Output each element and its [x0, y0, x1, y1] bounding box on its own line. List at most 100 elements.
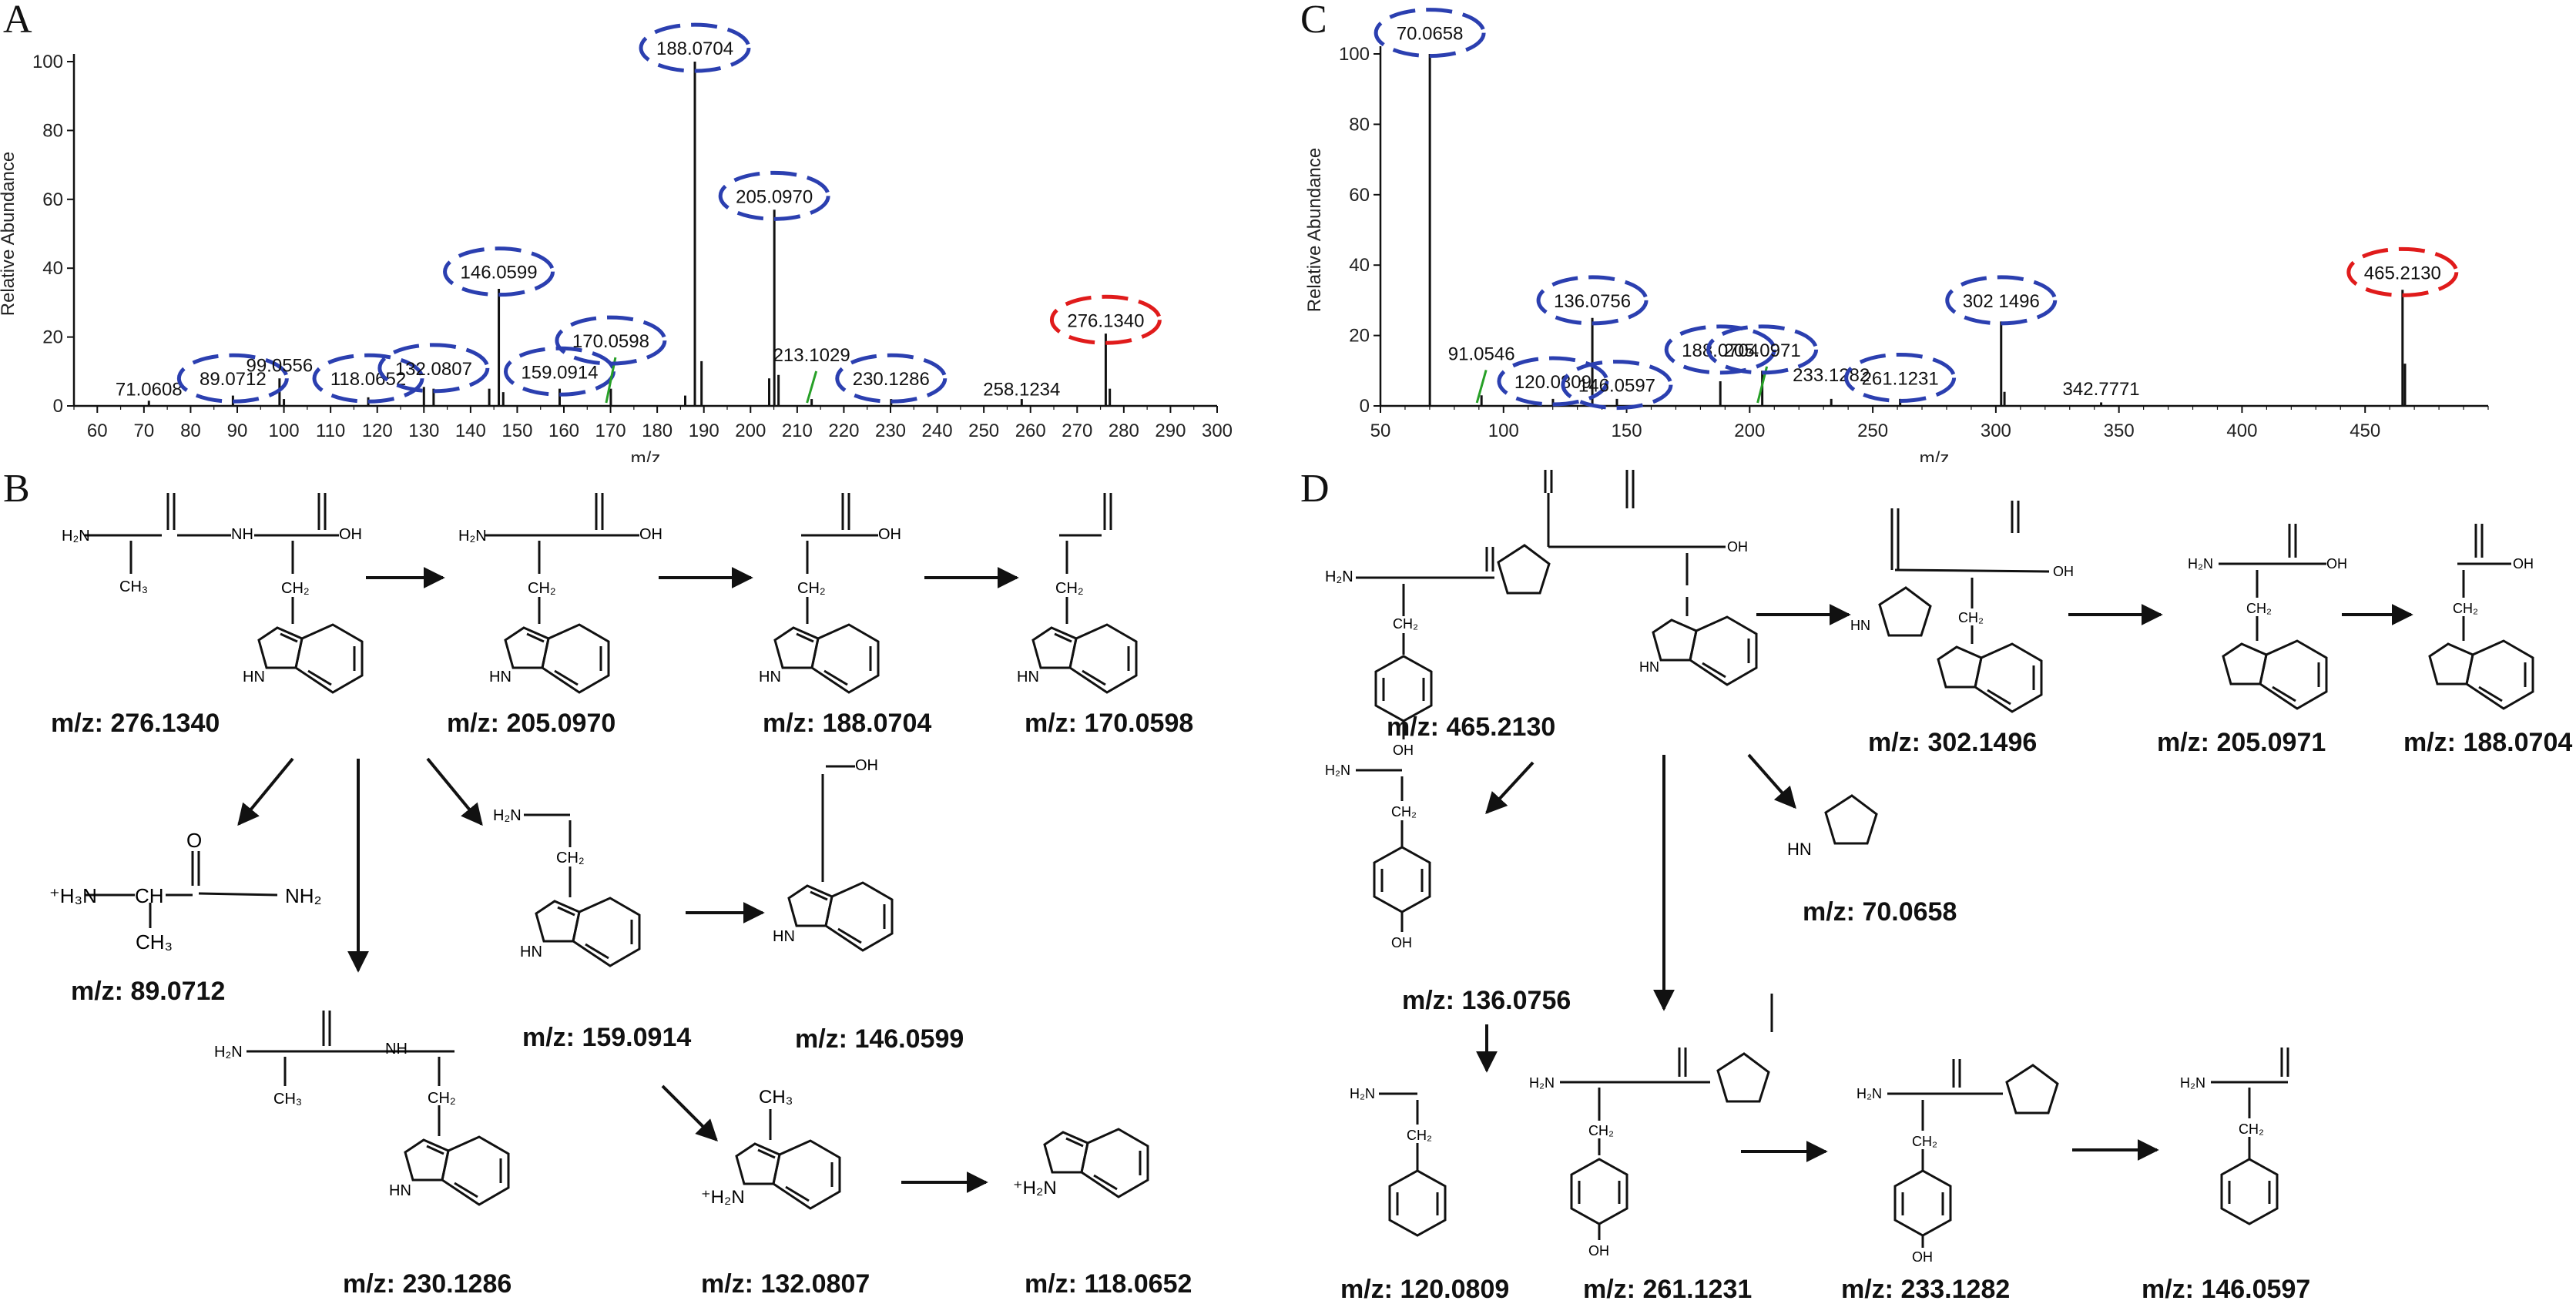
x-tick-label: 200	[1734, 421, 1765, 441]
y-tick-label: 40	[42, 258, 63, 279]
atom-h2n-465: H₂N	[1325, 568, 1353, 585]
atom-hn-465: HN	[1639, 659, 1659, 675]
phenol-136	[1373, 846, 1431, 913]
y-tick-label: 20	[1349, 326, 1370, 347]
mz-label-120: m/z: 120.0809	[1340, 1275, 1510, 1304]
indole-ring-4	[1031, 623, 1138, 694]
atom-nh-1: NH	[231, 526, 253, 543]
arrow-159-132	[661, 1084, 718, 1141]
peak-label: 136.0756	[1554, 291, 1631, 312]
atom-h2n-159: H₂N	[493, 807, 522, 824]
peak-label: 71.0608	[116, 380, 183, 401]
x-tick-label: 450	[2350, 421, 2380, 441]
structure-159	[524, 813, 572, 897]
structure-205d	[2219, 524, 2326, 641]
peak-label: 170.0598	[572, 331, 649, 352]
indole-ring-5	[535, 897, 641, 967]
x-tick-label: 300	[1202, 421, 1233, 441]
x-tick-label: 70	[134, 421, 155, 441]
leader-line	[1475, 370, 1488, 404]
panel-letter-d: D	[1300, 467, 1330, 511]
peak-label: 188.0704	[656, 39, 733, 59]
structure-261	[1560, 994, 1773, 1155]
blue-ellipse	[176, 353, 289, 404]
y-tick-label: 20	[42, 327, 63, 348]
mz-label-132: m/z: 132.0807	[701, 1269, 870, 1299]
peak-label: 258.1234	[983, 380, 1060, 401]
arrow-276-89	[237, 757, 294, 826]
atom-oh-1: OH	[339, 526, 362, 543]
structure-276	[85, 493, 339, 624]
structure-146	[821, 765, 855, 882]
mz-label-146: m/z: 146.0599	[795, 1024, 964, 1054]
structure-230	[247, 1011, 454, 1136]
atom-h2n-120: H₂N	[1350, 1086, 1375, 1101]
x-axis-label: m/z	[631, 448, 661, 462]
indole-ring-9	[1043, 1128, 1149, 1198]
arrow-276-159	[426, 757, 483, 826]
peak-label: 118.0652	[330, 369, 406, 390]
peak-label: 465.2130	[2364, 263, 2441, 283]
y-tick-label: 40	[1349, 255, 1370, 276]
atom-hn-159: HN	[520, 944, 542, 960]
blue-ellipse	[443, 246, 555, 297]
x-tick-label: 60	[87, 421, 108, 441]
blue-ellipse	[1536, 275, 1649, 326]
atom-ch2-1: CH₂	[281, 580, 310, 597]
x-tick-label: 400	[2226, 421, 2257, 441]
structure-136	[1356, 769, 1404, 847]
atom-oh-233: OH	[1912, 1249, 1933, 1265]
atom-ch2-159: CH₂	[556, 850, 585, 867]
mz-label-205d: m/z: 205.0971	[2157, 728, 2326, 757]
x-tick-label: 100	[269, 421, 300, 441]
phenol-233	[1893, 1169, 1952, 1237]
structure-188	[801, 493, 878, 624]
x-tick-label: 130	[408, 421, 439, 441]
atom-ch2-120: CH₂	[1407, 1128, 1432, 1143]
atom-oh-146: OH	[855, 757, 878, 774]
atom-hn-4: HN	[1017, 669, 1039, 685]
panel-letter-b: B	[3, 467, 30, 511]
atom-ch3-132: CH₃	[759, 1087, 793, 1108]
atom-ch3-1: CH₃	[119, 578, 148, 595]
x-tick-label: 120	[362, 421, 393, 441]
peak-label: 205.0971	[1724, 340, 1801, 361]
x-tick-label: 260	[1015, 421, 1046, 441]
blue-ellipse	[1945, 275, 2058, 326]
y-axis-label: Relative Abundance	[1304, 148, 1325, 313]
atom-nh2-89: NH₂	[285, 884, 322, 907]
peak-label: 233.1282	[1793, 365, 1870, 386]
blue-ellipse	[835, 353, 948, 404]
x-tick-label: 350	[2104, 421, 2135, 441]
x-tick-label: 150	[501, 421, 532, 441]
x-tick-label: 250	[1857, 421, 1888, 441]
blue-ellipse	[1561, 360, 1673, 411]
x-tick-label: 290	[1155, 421, 1186, 441]
atom-ch3-230: CH₃	[273, 1091, 302, 1108]
scheme-b: H₂N NH CH₃ CH₂ OH HN H₂N CH₂ OH HN CH₂ O…	[49, 493, 1149, 1210]
structure-465	[1356, 470, 1726, 655]
atom-hn-302: HN	[1850, 618, 1870, 633]
mz-label-89: m/z: 89.0712	[71, 977, 226, 1006]
blue-ellipse	[718, 170, 830, 221]
phenol-261	[1570, 1158, 1628, 1225]
atom-hn-3: HN	[759, 669, 781, 685]
mz-label-118: m/z: 118.0652	[1025, 1269, 1192, 1299]
peak-label: 261.1231	[1862, 368, 1939, 389]
atom-ch2-3: CH₂	[797, 580, 826, 597]
mz-label-230: m/z: 230.1286	[343, 1269, 512, 1299]
atom-ch2-230: CH₂	[428, 1090, 456, 1107]
blue-ellipse	[377, 343, 490, 394]
atom-hn-70: HN	[1787, 840, 1812, 859]
mz-label-465: m/z: 465.2130	[1387, 712, 1556, 742]
pyrrolidine-70	[1824, 794, 1878, 845]
mz-label-188: m/z: 188.0704	[763, 709, 932, 738]
atom-nh-230: NH	[385, 1041, 408, 1058]
atom-ch2-188d: CH₂	[2453, 601, 2478, 616]
atom-ch2-4: CH₂	[1055, 580, 1084, 597]
indole-ring-3	[773, 623, 880, 694]
indole-188d	[2428, 639, 2534, 710]
atom-oh-465: OH	[1727, 539, 1748, 555]
atom-h2n-1: H₂N	[62, 528, 90, 545]
peak-label: 89.0712	[200, 369, 267, 390]
